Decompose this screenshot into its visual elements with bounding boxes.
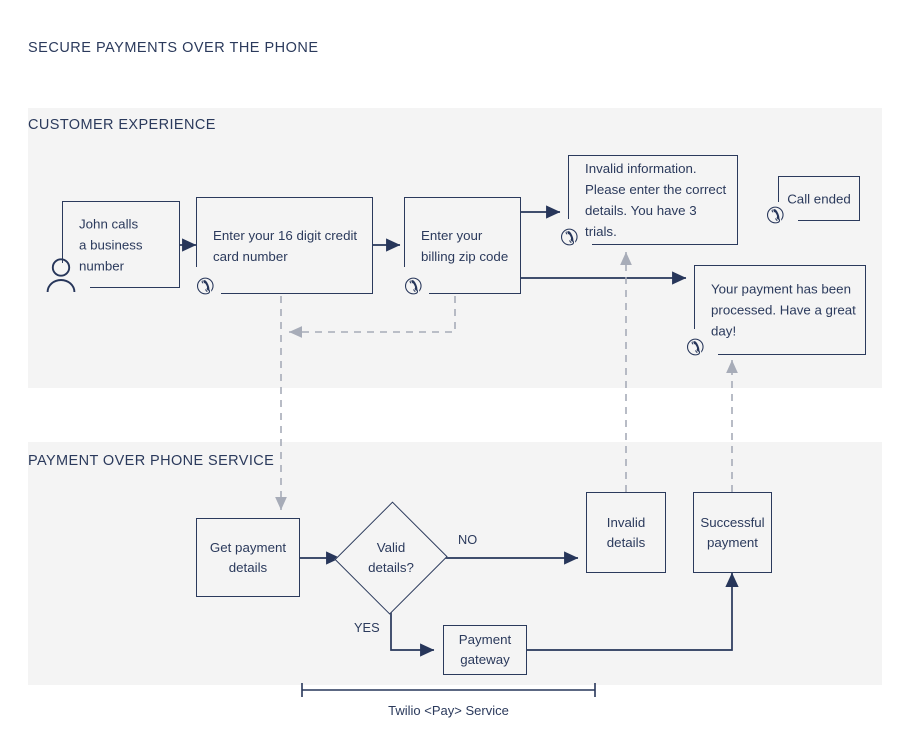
edge-label-no: NO (458, 532, 478, 547)
node-edge-left (196, 197, 197, 267)
scope-bracket (301, 683, 596, 697)
node-label: John calls a business number (79, 216, 143, 273)
node-edge-left (404, 197, 405, 267)
node-edge-bottom (90, 287, 180, 288)
node-edge-bottom (718, 354, 866, 355)
node-edge-bottom (592, 244, 738, 245)
node-successful-payment[interactable]: Successful payment (693, 492, 772, 573)
edge-label-yes: YES (354, 620, 380, 635)
phone-icon: ✆ (196, 274, 215, 299)
band-title-payment-service: PAYMENT OVER PHONE SERVICE (28, 453, 275, 469)
node-frame (778, 176, 860, 221)
node-edge-left (694, 265, 695, 329)
node-invalid-information[interactable]: Invalid information. Please enter the co… (568, 155, 738, 245)
node-enter-zip-code[interactable]: Enter your billing zip code (404, 197, 521, 294)
node-label: Invalid information. Please enter the co… (585, 161, 727, 239)
page-title: SECURE PAYMENTS OVER THE PHONE (28, 40, 319, 56)
node-invalid-details[interactable]: Invalid details (586, 492, 666, 573)
node-get-payment-details[interactable]: Get payment details (196, 518, 300, 597)
node-call-ended[interactable]: Call ended (778, 176, 860, 221)
node-edge-left (778, 176, 779, 202)
band-customer-experience (28, 108, 882, 388)
node-frame (404, 197, 521, 294)
node-frame (694, 265, 866, 355)
node-label: Call ended (787, 191, 851, 206)
phone-icon: ✆ (560, 225, 579, 250)
band-title-customer-experience: CUSTOMER EXPERIENCE (28, 117, 216, 133)
node-edge-left (568, 155, 569, 219)
node-frame (62, 201, 180, 288)
node-label: Enter your billing zip code (421, 227, 509, 264)
node-edge-left (62, 201, 63, 263)
person-icon (46, 258, 76, 293)
node-edge-bottom (429, 293, 521, 294)
node-frame (196, 197, 373, 294)
node-edge-bottom (221, 293, 373, 294)
node-valid-details-decision[interactable]: Valid details? (334, 500, 448, 616)
phone-icon: ✆ (766, 203, 785, 228)
node-enter-card-number[interactable]: Enter your 16 digit credit card number (196, 197, 373, 294)
node-john-calls[interactable]: John calls a business number (62, 201, 180, 288)
node-edge-bottom (798, 220, 860, 221)
node-label: Your payment has been processed. Have a … (711, 281, 856, 339)
node-payment-processed[interactable]: Your payment has been processed. Have a … (694, 265, 866, 355)
phone-icon: ✆ (686, 335, 705, 360)
node-payment-gateway[interactable]: Payment gateway (443, 625, 527, 675)
bracket-label-twilio-pay-service: Twilio <Pay> Service (388, 703, 509, 718)
phone-icon: ✆ (404, 274, 423, 299)
node-label: Valid details? (368, 540, 414, 575)
node-frame (568, 155, 738, 245)
node-label: Enter your 16 digit credit card number (213, 227, 358, 264)
